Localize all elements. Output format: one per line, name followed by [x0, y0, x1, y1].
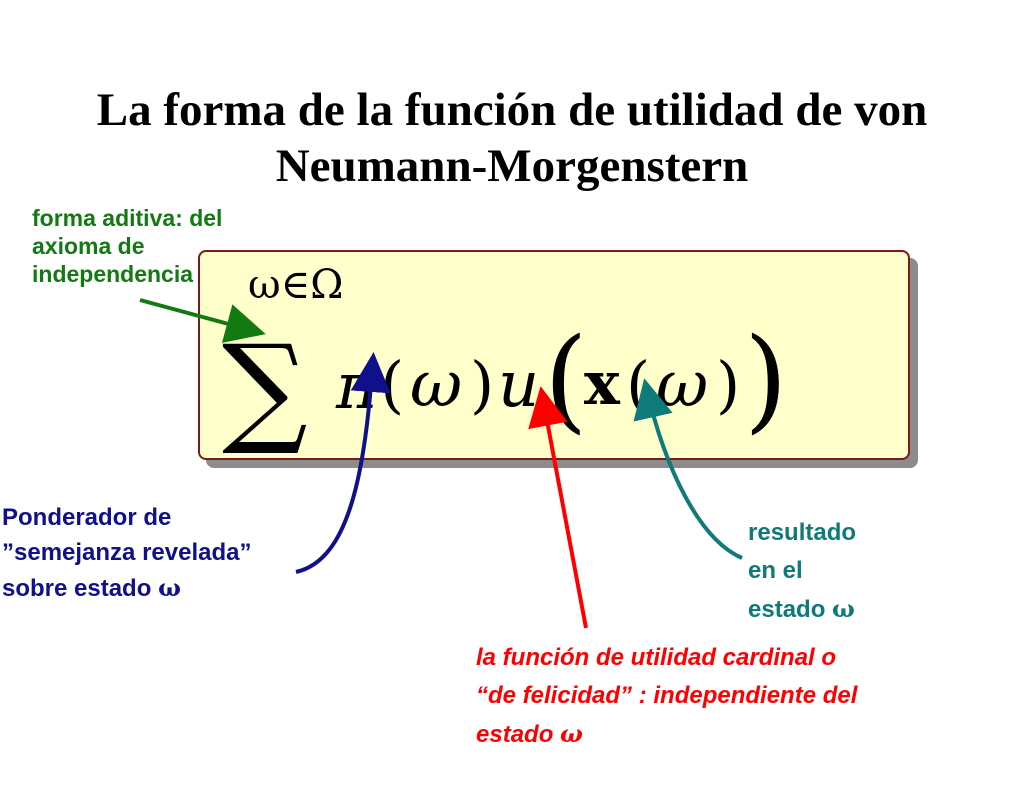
paren-close-2: ) — [716, 348, 740, 421]
res-line-1: resultado — [748, 519, 857, 546]
arrow-funcion — [528, 386, 588, 629]
res-omega: ω — [832, 594, 855, 623]
label-resultado: resultado en el estado ω — [748, 514, 908, 629]
res-line-2: en el — [748, 557, 803, 584]
big-paren-close: ) — [744, 315, 788, 445]
label-funcion-utilidad: la función de utilidad cardinal o “de fe… — [476, 639, 1016, 754]
arrow-resultado — [633, 378, 743, 560]
paren-close-1: ) — [470, 348, 494, 421]
res-line-3: estado ω — [748, 590, 908, 629]
pond-line-2: ”semejanza revelada” — [2, 539, 252, 566]
res-line-3-text: estado — [748, 596, 826, 623]
label-ponderador: Ponderador de ”semejanza revelada” sobre… — [2, 500, 342, 606]
func-line-1: la función de utilidad cardinal o — [476, 644, 837, 671]
func-omega: ω — [560, 719, 583, 748]
arrow-forma-aditiva — [139, 298, 266, 343]
sum-sign: ∑ — [222, 320, 308, 459]
forma-line-1: forma aditiva: del — [32, 205, 223, 231]
outcome-symbol: x — [584, 349, 621, 419]
func-line-3: estado ω — [476, 715, 1016, 754]
pond-line-1: Ponderador de — [2, 504, 172, 531]
pond-omega: ω — [158, 573, 181, 602]
func-line-2: “de felicidad” : independiente del — [476, 682, 858, 709]
arrow-ponderador — [295, 352, 391, 574]
forma-line-2: axioma de — [32, 233, 145, 259]
title-line-1: La forma de la función de utilidad de vo… — [96, 84, 928, 136]
omega-symbol-1: ω — [410, 348, 462, 422]
label-forma-aditiva: forma aditiva: del axioma de independenc… — [32, 204, 312, 288]
forma-line-3: independencia — [32, 261, 194, 287]
title-line-2: Neumann-Morgenstern — [275, 140, 749, 192]
sum-subscript: ω∈Ω — [248, 262, 343, 308]
func-line-3-text: estado — [476, 721, 554, 748]
pond-line-3-text: sobre estado — [2, 575, 152, 602]
slide-title: La forma de la función de utilidad de vo… — [0, 82, 1024, 194]
pond-line-3: sobre estado ω — [2, 570, 342, 606]
